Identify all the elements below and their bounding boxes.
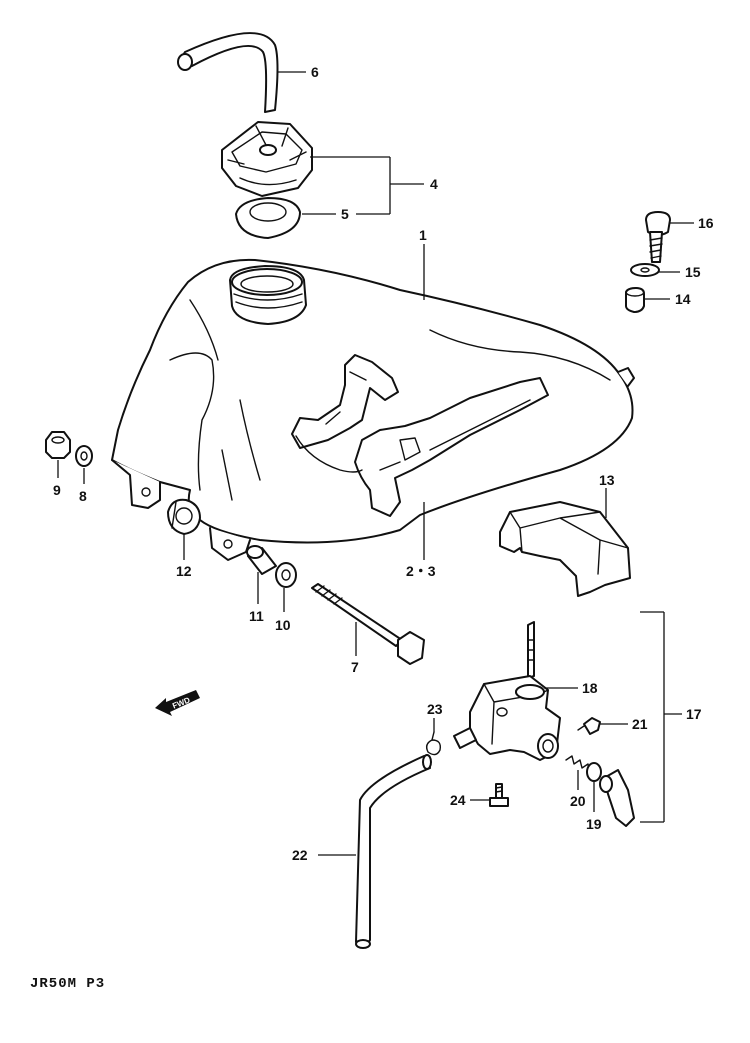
leader-lines <box>57 71 694 856</box>
callout-16: 16 <box>698 215 714 231</box>
callout-1: 1 <box>419 227 427 243</box>
callout-5: 5 <box>341 206 349 222</box>
clip-part-23 <box>425 731 442 756</box>
callout-labels: 6 4 5 1 16 15 14 9 8 13 12 2・3 11 10 7 1… <box>53 64 714 863</box>
callout-11: 11 <box>249 608 264 624</box>
callout-15: 15 <box>685 264 701 280</box>
bracket-part-13 <box>499 501 631 597</box>
washer-part-10 <box>275 562 297 588</box>
callout-8: 8 <box>79 488 87 504</box>
breather-tube-part-6 <box>177 32 279 113</box>
fuel-hose-part-22 <box>355 754 432 949</box>
forward-direction-arrow-icon: FWD <box>155 690 200 716</box>
model-code-label: JR50M P3 <box>30 976 106 992</box>
callout-12: 12 <box>176 563 192 579</box>
callout-18: 18 <box>582 680 598 696</box>
callout-17: 17 <box>686 706 702 722</box>
callout-2-3: 2・3 <box>406 563 436 579</box>
spring-part-20 <box>565 755 591 773</box>
lever-part-19 <box>586 762 635 827</box>
tank-decal-part-2-3 <box>291 354 549 517</box>
callout-6: 6 <box>311 64 319 80</box>
callout-13: 13 <box>599 472 615 488</box>
callout-20: 20 <box>570 793 586 809</box>
grommet-part-12 <box>167 498 201 535</box>
fwd-label: FWD <box>171 695 191 710</box>
nut-part-9 <box>45 431 71 459</box>
fuel-tank-part-1 <box>111 258 635 561</box>
bolt-part-16 <box>645 211 671 263</box>
cap-gasket-part-5 <box>235 197 301 239</box>
bolt-part-24 <box>489 783 509 807</box>
callout-14: 14 <box>675 291 691 307</box>
callout-24: 24 <box>450 792 466 808</box>
bolt-part-7 <box>311 583 425 665</box>
callout-7: 7 <box>351 659 359 675</box>
callout-9: 9 <box>53 482 61 498</box>
callout-10: 10 <box>275 617 291 633</box>
screw-part-21 <box>577 717 601 735</box>
collar-part-14 <box>625 287 645 313</box>
washer-part-15 <box>630 263 660 277</box>
o-ring-part-18 <box>515 684 545 700</box>
collar-part-11 <box>246 545 277 575</box>
callout-19: 19 <box>586 816 602 832</box>
callout-4: 4 <box>430 176 438 192</box>
callout-21: 21 <box>632 716 648 732</box>
callout-22: 22 <box>292 847 308 863</box>
fuel-cap-part-4 <box>221 121 313 197</box>
washer-part-8 <box>75 445 93 467</box>
callout-23: 23 <box>427 701 443 717</box>
